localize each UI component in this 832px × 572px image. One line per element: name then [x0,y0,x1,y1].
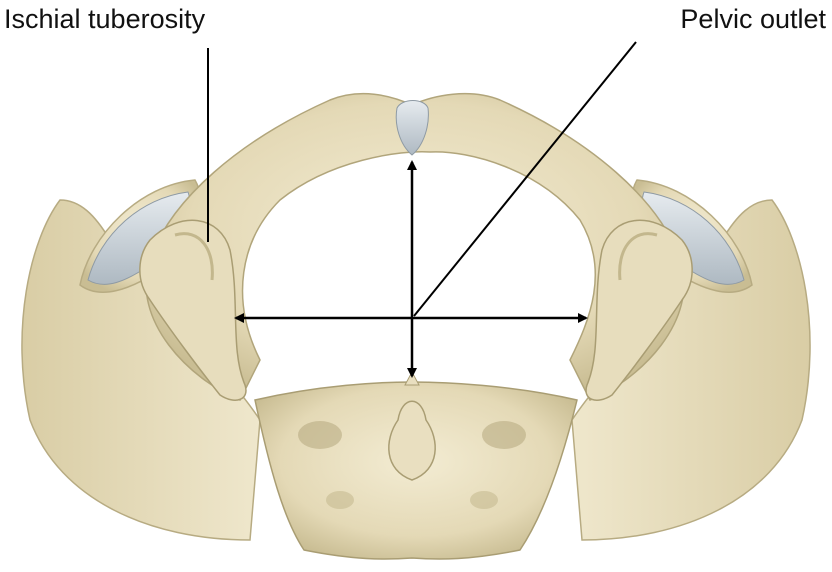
ischial-tuberosity-label: Ischial tuberosity [4,6,205,33]
pelvic-outlet-label: Pelvic outlet [680,6,826,33]
sacrum [255,372,577,559]
